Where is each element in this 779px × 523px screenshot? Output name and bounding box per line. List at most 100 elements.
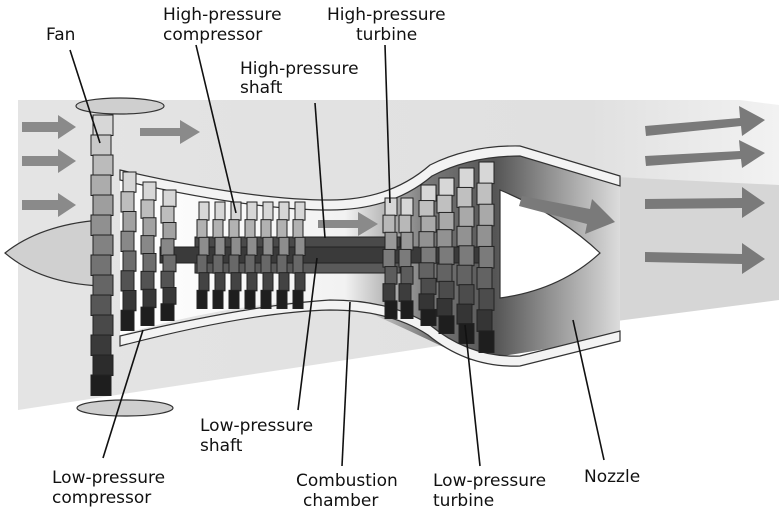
hp-compressor-blade-segment <box>246 201 258 221</box>
lp-compressor-blade-segment <box>160 303 175 321</box>
lp-turbine-blade-segment <box>458 206 475 228</box>
lp-turbine-blade-segment <box>418 293 435 311</box>
lp-turbine-blade-segment <box>478 161 495 185</box>
lp-compressor-blade-segment <box>120 230 135 252</box>
fan-blade-segment <box>92 314 114 336</box>
hp-compressor-blade-segment <box>246 236 258 256</box>
hp-compressor-blade-segment <box>244 219 256 239</box>
lp-turbine-blade-segment <box>458 245 475 267</box>
nozzle-leader <box>572 319 605 461</box>
hp-turbine-blade-segment <box>398 248 412 268</box>
label-hp-turbine-line2: turbine <box>356 25 417 45</box>
lp-turbine-blade-segment <box>476 224 493 248</box>
hp-compressor-blade-segment <box>198 236 210 256</box>
hp-compressor-blade-segment <box>228 254 240 274</box>
lp-turbine-blade-segment <box>418 231 435 249</box>
hp-compressor-blade-segment <box>292 289 304 310</box>
leader-lines <box>69 44 605 467</box>
lp-compressor-blade-segment <box>120 270 135 292</box>
lp-compressor-blade-segment <box>122 250 137 272</box>
lp-compressor-blade-segment <box>140 306 155 326</box>
lp-shaft-leader <box>297 257 318 411</box>
fan-blades <box>90 114 114 396</box>
exhaust-arrow-1 <box>645 106 765 136</box>
hp-compressor-blade-segment <box>276 219 288 239</box>
hp-turbine-blade-segment <box>384 266 398 285</box>
fan-blade-segment <box>90 334 112 356</box>
label-lp-shaft-line1: Low-pressure <box>200 416 313 436</box>
exhaust-arrow-4 <box>645 243 765 274</box>
hp-shaft-leader <box>314 102 326 239</box>
upper-nacelle-lip <box>75 97 165 115</box>
fan-blade-segment <box>90 254 112 276</box>
lp-compressor-blade-segment <box>140 235 155 255</box>
fan-blade-segment <box>90 214 112 236</box>
hp-compressor-blade-segment <box>294 201 306 221</box>
lp-turbine-blade-segment <box>456 303 473 325</box>
fan-blade-segment <box>92 154 114 176</box>
lp-turbine-blade-segment <box>418 200 435 218</box>
exhaust-arrow-3 <box>645 187 765 218</box>
label-hp-compressor-line1: High-pressure <box>163 5 282 25</box>
hp-compressor-blade-segment <box>212 219 224 239</box>
hp-compressor-blade-segment <box>214 201 226 221</box>
lp-turbine-blade-segment <box>458 284 475 306</box>
label-nozzle: Nozzle <box>584 467 640 487</box>
core-flow-arrow <box>318 212 378 236</box>
label-hp-compressor-line2: compressor <box>163 25 262 45</box>
lp-compressor-blade-segment <box>160 270 175 289</box>
lp-turbine-blade-segment <box>438 246 455 266</box>
hp-compressor-blade-segment <box>212 254 224 274</box>
lp-turbine-blade-segment <box>418 262 435 280</box>
lp-turbine-blade-segment <box>436 263 453 283</box>
hp-compressor-blade-segment <box>276 289 288 310</box>
high-pressure-turbine-blades <box>382 197 414 320</box>
hp-compressor-blade-segment <box>198 272 210 292</box>
hp-compressor-blade-segment <box>246 272 258 292</box>
hp-compressor-blade-segment <box>292 254 304 274</box>
lp-compressor-blade-segment <box>122 171 137 193</box>
lp-turbine-blade-segment <box>476 267 493 290</box>
hp-compressor-blade-segment <box>244 254 256 274</box>
hp-compressor-blade-segment <box>292 219 304 239</box>
hp-compressor-blade-segment <box>230 272 242 292</box>
inlet-arrow-3 <box>22 193 76 217</box>
lp-compressor-blade-segment <box>160 205 175 224</box>
fan-blade-segment <box>92 234 114 256</box>
fan-outflow-arrow <box>140 120 200 144</box>
fan-blade-segment <box>92 354 114 376</box>
hp-compressor-blade-segment <box>196 254 208 274</box>
lp-turbine-blade-segment <box>456 225 473 247</box>
hp-turbine-blade-segment <box>400 197 414 217</box>
hp-compressor-blade-segment <box>214 236 226 256</box>
lp-turbine-blade-segment <box>456 186 473 208</box>
lp-turbine-blade-segment <box>420 277 437 295</box>
fan-blade-segment <box>92 274 114 296</box>
label-hp-turbine-line1: High-pressure <box>327 5 446 25</box>
hp-compressor-blade-segment <box>262 236 274 256</box>
low-pressure-turbine-blades <box>418 161 495 353</box>
inlet-arrow-2 <box>22 149 76 173</box>
inlet-arrow-1 <box>22 115 76 139</box>
lp-turbine-blade-segment <box>438 211 455 231</box>
lp-turbine-blade-segment <box>420 246 437 264</box>
lp-compressor-blade-segment <box>142 253 157 273</box>
hp-turbine-blade-segment <box>400 231 414 251</box>
fan-blade-segment <box>90 374 112 396</box>
fan-leader <box>69 49 101 144</box>
hp-compressor-blade-segment <box>244 289 256 310</box>
lp-compressor-leader <box>102 329 144 459</box>
hp-turbine-blade-segment <box>384 300 398 320</box>
hp-compressor-blade-segment <box>276 254 288 274</box>
lp-turbine-blade-segment <box>478 245 495 269</box>
lp-compressor-blade-segment <box>140 199 155 219</box>
hp-compressor-blade-segment <box>196 219 208 239</box>
label-hp-shaft-line1: High-pressure <box>240 59 359 79</box>
lp-compressor-blade-segment <box>122 290 137 312</box>
hp-compressor-blade-segment <box>198 201 210 221</box>
lp-turbine-blade-segment <box>456 264 473 286</box>
hp-compressor-blade-segment <box>260 254 272 274</box>
hp-compressor-blade-segment <box>278 201 290 221</box>
hp-compressor-blade-segment <box>278 236 290 256</box>
label-fan: Fan <box>46 25 75 45</box>
